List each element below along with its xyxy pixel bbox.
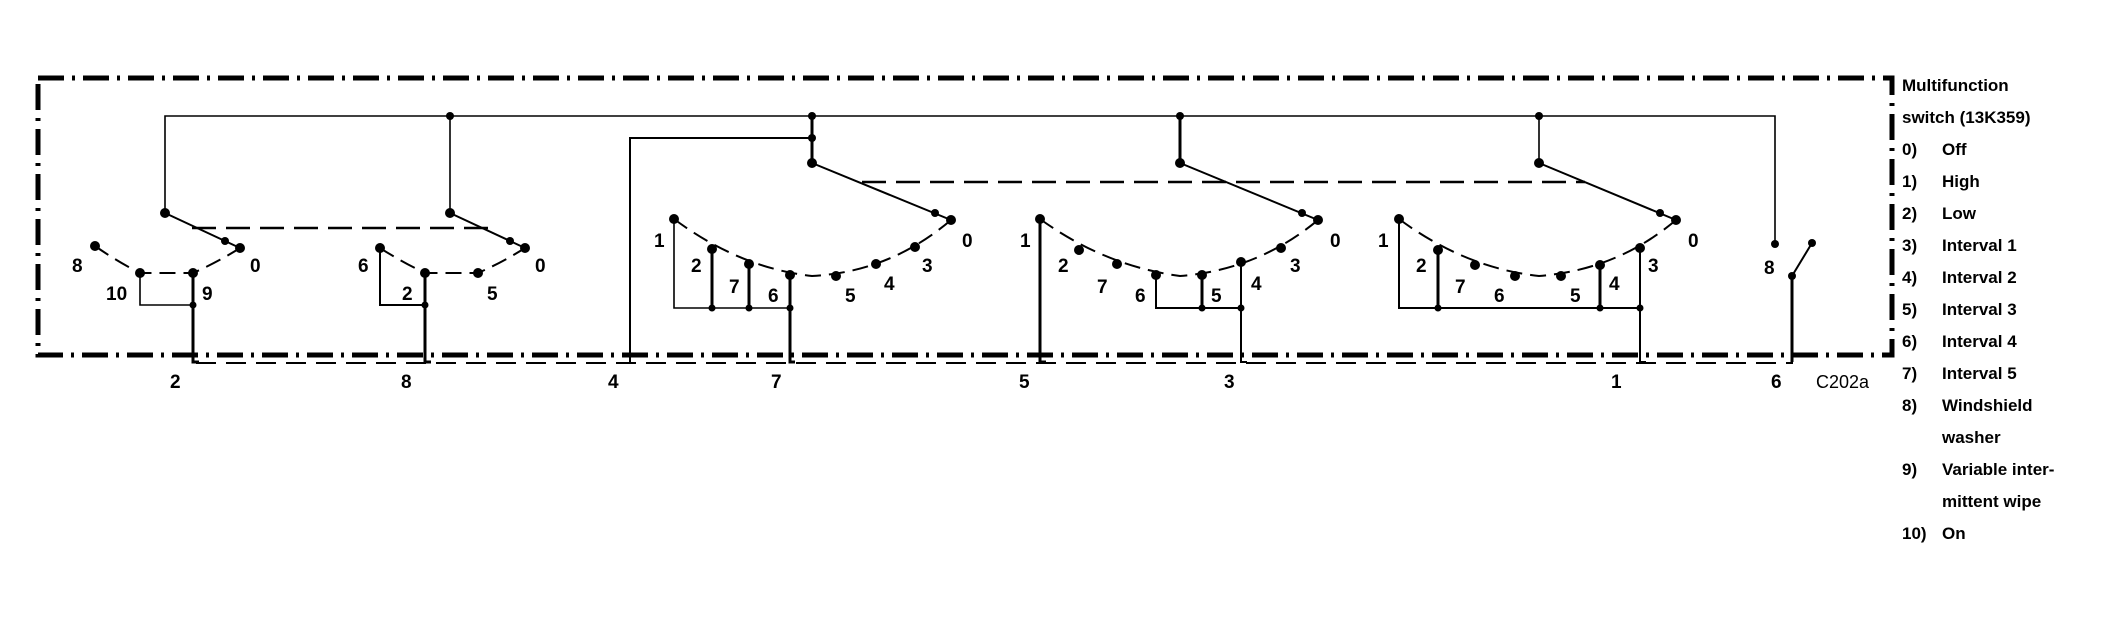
contact-label: 7 [1455, 277, 1466, 298]
washer-switch: 8 [1764, 239, 1816, 362]
contact-label: 10 [106, 284, 127, 305]
switch-5: 1 2 7 6 5 4 3 0 [1378, 116, 1699, 363]
legend-item: 9)Variable inter- [1902, 460, 2055, 479]
contact-label: 6 [358, 256, 369, 277]
contact-label: 7 [1097, 277, 1108, 298]
switch-1: 8 10 9 0 [72, 208, 261, 364]
contact-label: 7 [729, 277, 740, 298]
contact-label: 1 [1378, 231, 1389, 252]
legend-item: 6)Interval 4 [1902, 332, 2017, 351]
contact-label: 5 [1570, 286, 1581, 307]
contact-label: 2 [1416, 256, 1427, 277]
contact-label: 8 [1764, 258, 1775, 279]
component-boundary [35, 75, 1895, 358]
contact-label: 6 [768, 286, 779, 307]
connector-name: C202a [1816, 372, 1870, 392]
legend-item: 3)Interval 1 [1902, 236, 2017, 255]
switch-2: 6 2 5 0 [358, 116, 546, 364]
legend-item-continued: mittent wipe [1942, 492, 2042, 511]
contact-label: 0 [1688, 231, 1699, 252]
contact-label: 6 [1494, 286, 1505, 307]
contact-label: 1 [654, 231, 665, 252]
contact-label: 5 [845, 286, 856, 307]
pin-label: 4 [608, 372, 619, 393]
contact-label: 4 [1609, 274, 1620, 295]
pin-label: 6 [1771, 372, 1782, 393]
legend-title: Multifunction [1902, 76, 2009, 95]
legend-item: 0)Off [1902, 140, 1967, 159]
contact-label: 2 [1058, 256, 1069, 277]
switch-3: 1 2 7 6 5 4 3 0 [654, 116, 973, 364]
contact-label: 8 [72, 256, 83, 277]
contact-label: 3 [1648, 256, 1659, 277]
contact-label: 0 [250, 256, 261, 277]
pin-label: 8 [401, 372, 412, 393]
legend-item: 4)Interval 2 [1902, 268, 2017, 287]
contact-label: 3 [922, 256, 933, 277]
legend-item: 10)On [1902, 524, 1966, 543]
legend-item: 8)Windshield [1902, 396, 2033, 415]
contact-label: 2 [402, 284, 413, 305]
contact-label: 5 [487, 284, 498, 305]
pin-label: 5 [1019, 372, 1030, 393]
contact-label: 0 [535, 256, 546, 277]
switch-4: 1 2 7 6 5 4 3 0 [1020, 116, 1341, 364]
pin-label: 7 [771, 372, 782, 393]
contact-label: 5 [1211, 286, 1222, 307]
connector-pins: 2 8 4 7 5 3 1 6 C202a [170, 372, 1870, 393]
legend-item-continued: washer [1942, 428, 2001, 447]
contact-label: 2 [691, 256, 702, 277]
contact-label: 0 [1330, 231, 1341, 252]
legend-item: 2)Low [1902, 204, 1976, 223]
contact-label: 4 [1251, 274, 1262, 295]
pin-label: 1 [1611, 372, 1622, 393]
legend: Multifunction switch (13K359) 0)Off 1)Hi… [1902, 72, 2124, 552]
legend-item: 7)Interval 5 [1902, 364, 2017, 383]
contact-label: 1 [1020, 231, 1031, 252]
legend-item: 1)High [1902, 172, 1980, 191]
contact-label: 4 [884, 274, 895, 295]
legend-subtitle: switch (13K359) [1902, 108, 2031, 127]
pin-label: 2 [170, 372, 181, 393]
legend-item: 5)Interval 3 [1902, 300, 2017, 319]
pin-4-wire [629, 137, 812, 362]
top-bus [164, 115, 1776, 244]
pin-label: 3 [1224, 372, 1235, 393]
contact-label: 6 [1135, 286, 1146, 307]
contact-label: 0 [962, 231, 973, 252]
contact-label: 9 [202, 284, 213, 305]
contact-label: 3 [1290, 256, 1301, 277]
